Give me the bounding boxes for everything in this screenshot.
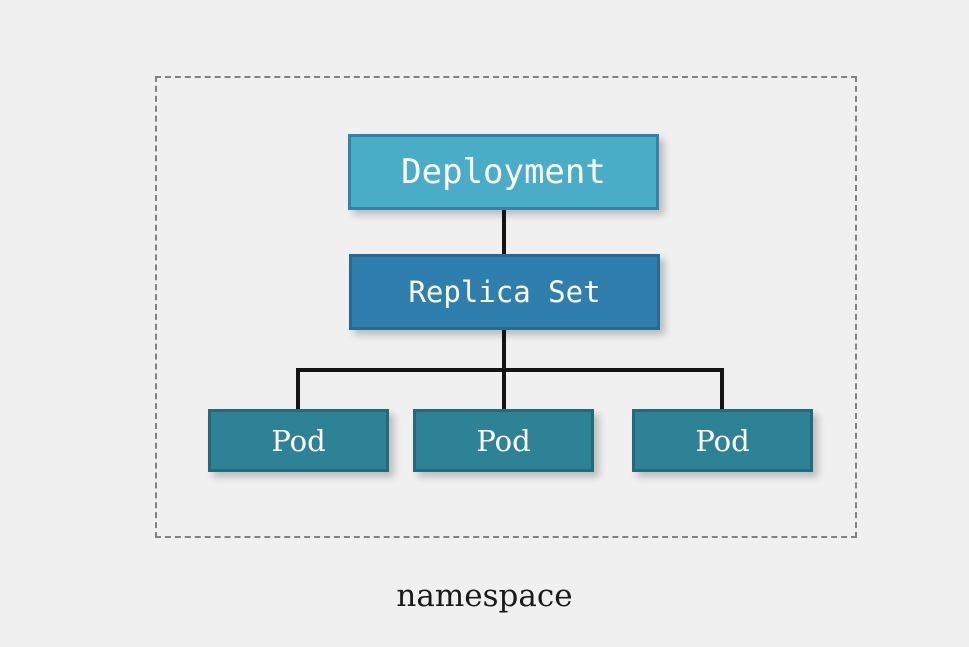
node-pod-1[interactable]: Pod	[208, 409, 389, 472]
node-replicaset-label: Replica Set	[408, 275, 601, 309]
node-pod-1-label: Pod	[271, 423, 326, 458]
node-pod-2[interactable]: Pod	[413, 409, 594, 472]
namespace-boundary	[155, 76, 857, 538]
node-pod-3-label: Pod	[695, 423, 750, 458]
node-deployment[interactable]: Deployment	[348, 134, 659, 210]
node-replicaset[interactable]: Replica Set	[349, 254, 660, 330]
node-pod-3[interactable]: Pod	[632, 409, 813, 472]
namespace-caption: namespace	[396, 578, 573, 614]
node-pod-2-label: Pod	[476, 423, 531, 458]
node-deployment-label: Deployment	[401, 152, 606, 192]
